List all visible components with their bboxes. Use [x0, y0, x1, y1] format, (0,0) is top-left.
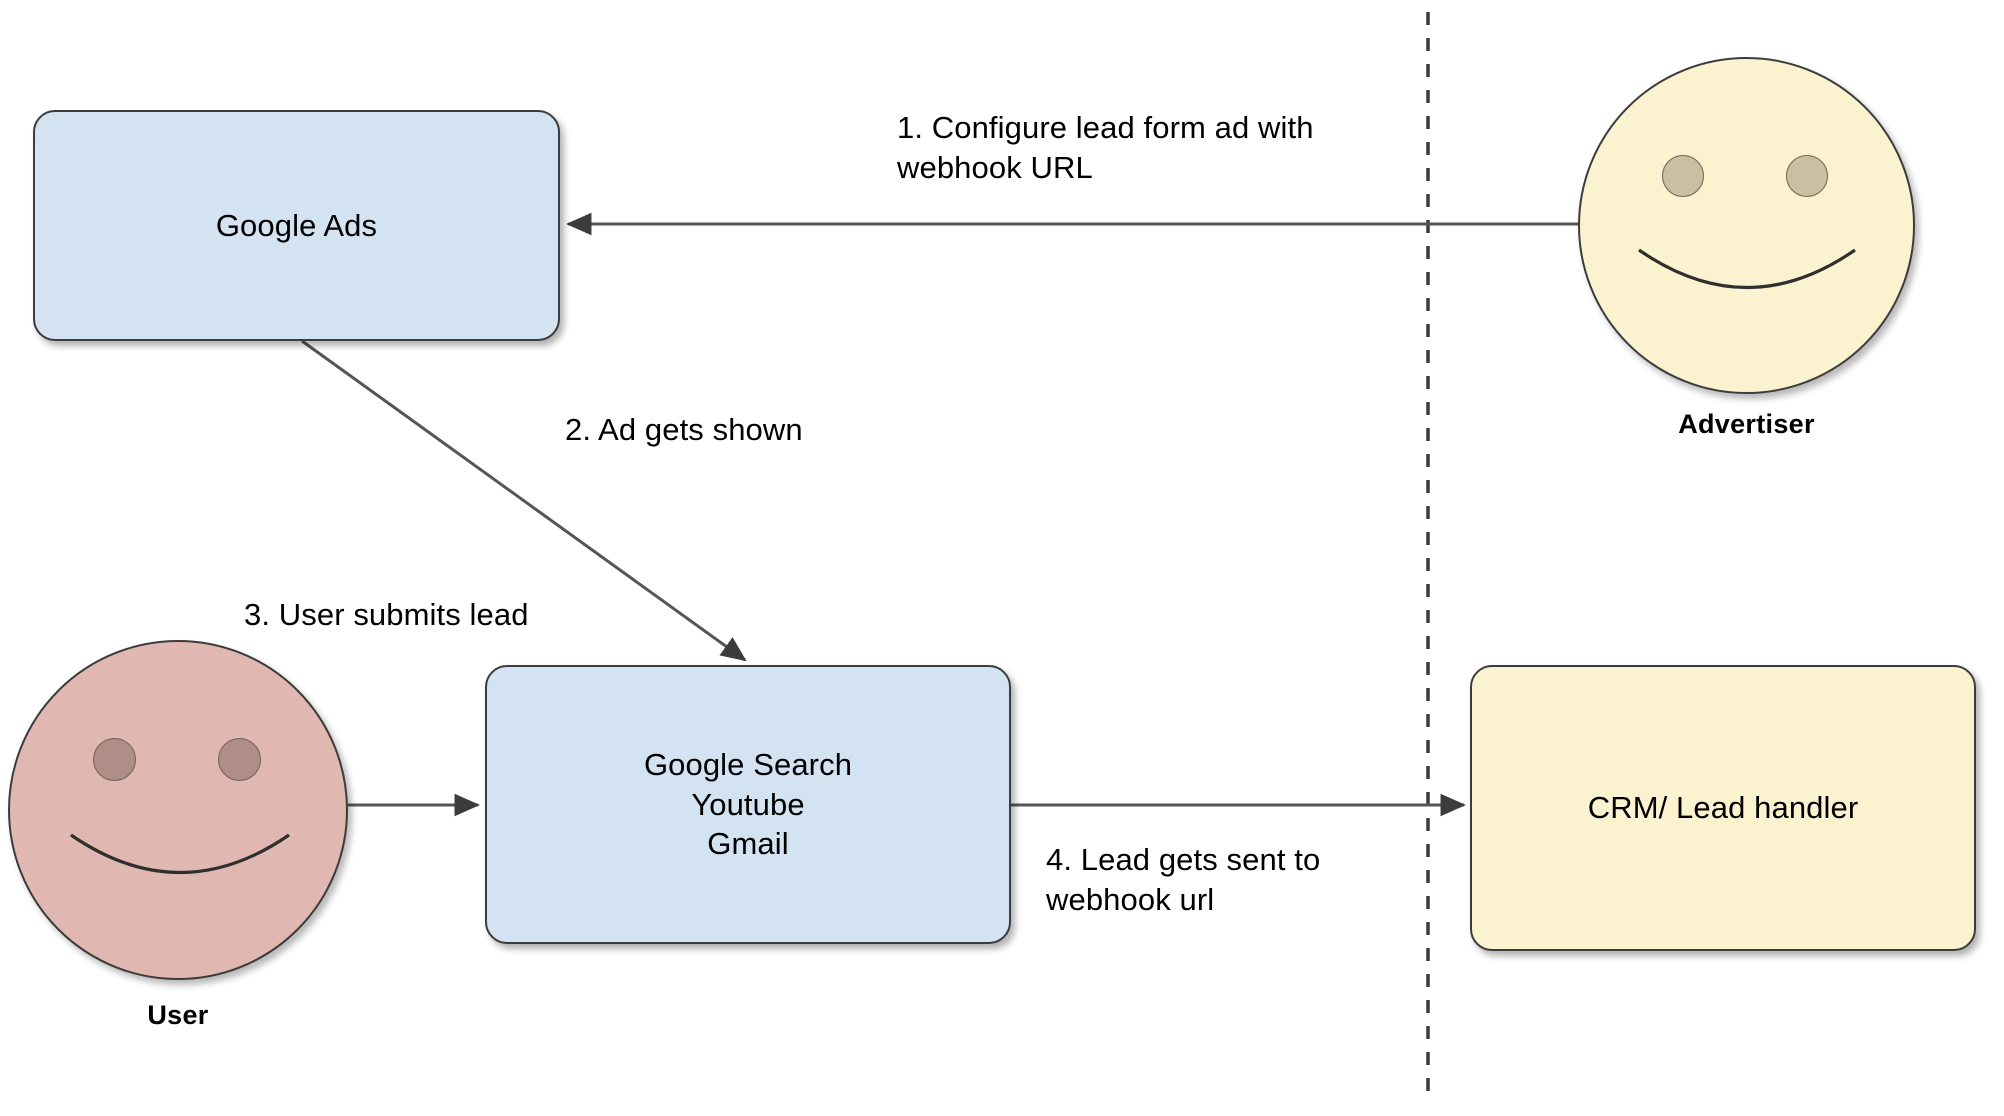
- edge-label-step-4: 4. Lead gets sent to webhook url: [1046, 842, 1321, 918]
- edge-label-step-3: 3. User submits lead: [244, 597, 529, 632]
- node-crm-lead-handler-label: CRM/ Lead handler: [1587, 790, 1859, 826]
- actor-user-caption: User: [147, 1000, 209, 1030]
- actor-advertiser-caption: Advertiser: [1678, 409, 1815, 439]
- eye-right-icon: [218, 738, 261, 781]
- eye-right-icon: [1786, 155, 1828, 197]
- eye-left-icon: [1662, 155, 1704, 197]
- actor-advertiser[interactable]: Advertiser: [1578, 57, 1915, 439]
- edge-label-step-2: 2. Ad gets shown: [565, 412, 803, 447]
- smiley-face-icon: [1578, 57, 1915, 394]
- smile-mouth-icon: [70, 833, 290, 875]
- edge-label-step-1: 1. Configure lead form ad with webhook U…: [897, 110, 1314, 186]
- smile-mouth-icon: [1638, 248, 1856, 290]
- node-google-ads[interactable]: Google Ads: [33, 110, 560, 341]
- node-google-properties[interactable]: Google Search Youtube Gmail: [485, 665, 1011, 944]
- smiley-face-icon: [8, 640, 348, 980]
- node-google-properties-label: Google Search Youtube Gmail: [643, 747, 853, 862]
- node-google-ads-label: Google Ads: [215, 207, 378, 243]
- actor-user[interactable]: User: [8, 640, 348, 1030]
- node-crm-lead-handler[interactable]: CRM/ Lead handler: [1470, 665, 1976, 951]
- eye-left-icon: [93, 738, 136, 781]
